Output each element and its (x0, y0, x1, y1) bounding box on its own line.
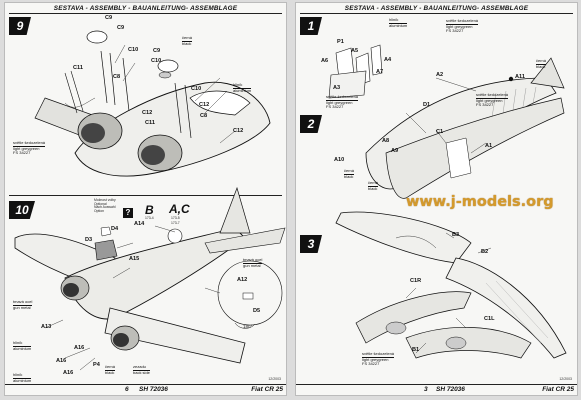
step-divider (9, 195, 282, 196)
instruction-page-left: SESTAVA - ASSEMBLY - BAUANLEITUNG- ASSEM… (4, 2, 287, 396)
part-label: C12 (233, 128, 244, 134)
part-label: A11 (515, 74, 525, 80)
part-label: D5 (253, 308, 261, 314)
header-rule (300, 13, 573, 14)
part-label: C1 (436, 129, 444, 135)
part-label: A14 (134, 221, 145, 227)
part-label: C11 (73, 65, 83, 71)
part-label: A16 (74, 345, 85, 351)
part-label: A2 (436, 72, 444, 78)
part-label: C10 (151, 58, 162, 64)
page-footer: 12/2003 3 SH 72036 Fiat CR 25 (296, 377, 577, 393)
part-label: D1 (423, 102, 431, 108)
part-label: A5 (351, 48, 359, 54)
rotation-angle: 180° (243, 324, 253, 329)
part-label: C10 (191, 86, 202, 92)
part-label: A7 (376, 69, 384, 75)
part-label: A3 (333, 85, 341, 91)
part-label: C12 (199, 102, 210, 108)
part-label: B3 (452, 232, 460, 238)
step-number-2: 2 (300, 115, 322, 133)
part-label: C9 (105, 15, 113, 21)
footer-kit-code: SH 72036 (436, 386, 465, 393)
footer-page-number: 3 (424, 386, 428, 393)
part-label: C9 (153, 48, 161, 54)
part-label: D4 (111, 226, 119, 232)
part-label: A12 (237, 277, 248, 283)
part-label: A1 (485, 143, 493, 149)
footer-model: Fiat CR 25 (251, 386, 283, 393)
footer-model: Fiat CR 25 (542, 386, 574, 393)
part-label: A4 (384, 57, 392, 63)
part-label: B2 (481, 249, 489, 255)
part-label: A8 (382, 138, 390, 144)
decal-ref: 173-7 (171, 221, 180, 225)
header-rule (9, 13, 282, 14)
page-footer: 12/2003 6 SH 72036 Fiat CR 25 (5, 377, 286, 393)
variant-b: B (145, 203, 154, 217)
part-label: C1R (410, 278, 422, 284)
page-header: SESTAVA - ASSEMBLY - BAUANLEITUNG- ASSEM… (53, 5, 238, 12)
decal-ref: 173-5 (171, 216, 180, 220)
part-label: C9 (117, 25, 125, 31)
part-label: D3 (85, 237, 93, 243)
step-number-1: 1 (300, 17, 322, 35)
footer-page-number: 6 (125, 386, 129, 393)
part-label: A16 (56, 358, 67, 364)
footer-kit-code: SH 72036 (139, 386, 168, 393)
part-label: C1L (484, 316, 495, 322)
step-9-drawing (34, 30, 271, 177)
step-number-10: 10 (9, 201, 35, 219)
part-label: C8 (200, 113, 208, 119)
part-label: P1 (337, 39, 344, 45)
step-3-drawing (335, 211, 567, 359)
step-1-2-drawing (328, 44, 565, 199)
part-label: A15 (129, 256, 140, 262)
page-header: SESTAVA - ASSEMBLY - BAUANLEITUNG- ASSEM… (344, 5, 529, 12)
optional-marker: ? (123, 208, 133, 218)
step-number-3: 3 (300, 235, 322, 253)
part-label: P4 (93, 362, 100, 368)
part-label: A10 (334, 157, 345, 163)
step-number-9: 9 (9, 17, 31, 35)
step-10-drawing (14, 186, 286, 371)
part-label: C12 (142, 110, 153, 116)
part-label: A13 (41, 324, 52, 330)
part-label: B1 (412, 347, 420, 353)
part-label: A16 (63, 370, 74, 376)
variant-ac: A,C (169, 202, 190, 216)
part-label: C11 (145, 120, 155, 126)
part-label: A9 (391, 148, 399, 154)
decal-ref: 173-4 (145, 216, 154, 220)
part-label: C8 (113, 74, 121, 80)
part-label: C10 (128, 47, 139, 53)
website-watermark: www.j-models.org (406, 194, 554, 210)
part-label: A6 (321, 58, 329, 64)
instruction-page-right: SESTAVA - ASSEMBLY - BAUANLEITUNG- ASSEM… (295, 2, 578, 396)
